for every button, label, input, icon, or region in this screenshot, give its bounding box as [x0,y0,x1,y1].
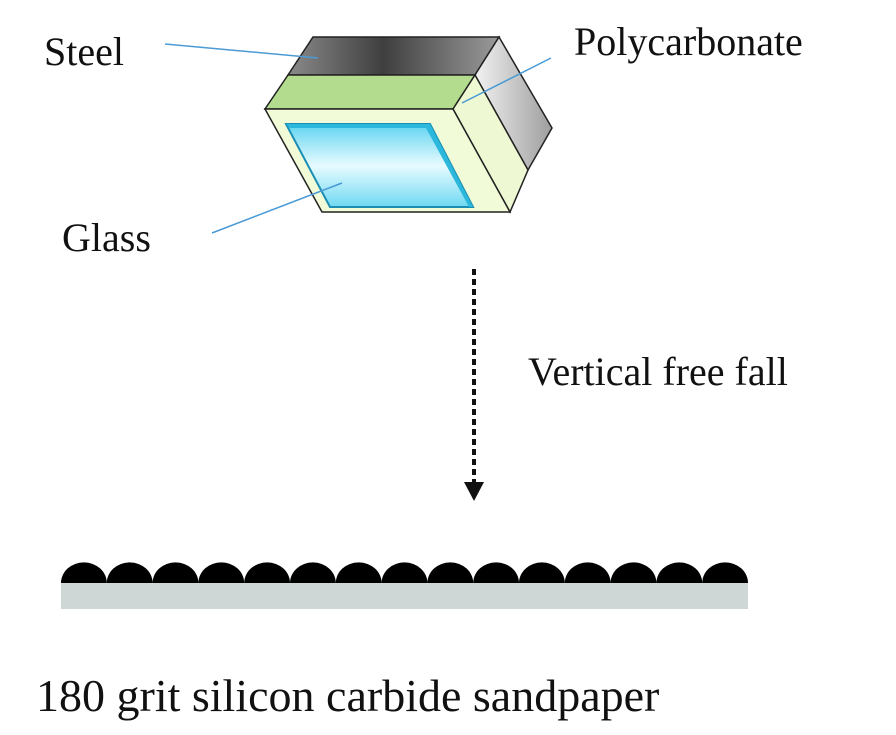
fall-arrow [464,269,484,501]
grit-bump [564,562,611,583]
free-fall-label: Vertical free fall [528,349,788,394]
specimen-block [263,35,553,214]
grit-bump [656,562,703,583]
steel-label: Steel [44,29,124,74]
polycarbonate-top [263,74,477,110]
glass-edge [426,124,473,207]
polycarbonate-label: Polycarbonate [574,19,803,64]
grit-bump [61,562,107,583]
sandpaper [61,562,748,609]
glass-label: Glass [62,215,151,260]
steel-layer [286,36,501,76]
grit-bump [381,562,428,583]
grit-bump [290,562,336,583]
glass-bevel [286,124,430,128]
steel-leader [164,43,319,59]
grit-bump [519,562,565,583]
grit-bump [610,562,657,583]
fall-arrow-head [464,482,484,501]
sandpaper-base [61,583,748,609]
grit-bump [244,562,290,583]
glass-leader [211,182,343,234]
grit-bump [427,562,474,583]
grit-bump [473,562,519,583]
sandpaper-label: 180 grit silicon carbide sandpaper [36,670,660,721]
polycarbonate-leader [461,57,552,104]
grit-bump [198,562,245,583]
grit-bump [152,562,199,583]
grit-bump [335,562,382,583]
grit-bump [702,562,748,583]
grit-bump [106,562,153,583]
grit-particles [61,562,748,583]
